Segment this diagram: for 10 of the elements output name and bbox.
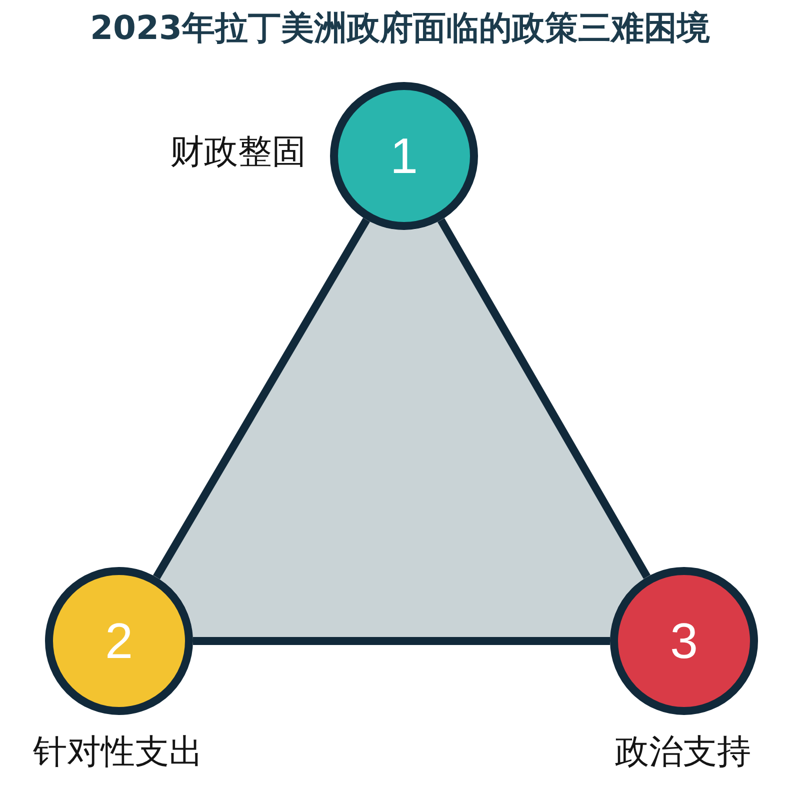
circle-label: 政治支持 (615, 732, 751, 772)
circle-label: 针对性支出 (33, 732, 203, 772)
connecting-line (438, 218, 650, 579)
numbered-circle: 2 (45, 567, 193, 715)
connecting-line (193, 637, 610, 645)
numbered-circle: 1 (330, 82, 478, 230)
connecting-line (153, 218, 370, 580)
circle-label: 财政整固 (170, 132, 306, 172)
title: 2023年拉丁美洲政府面临的政策三难困境 (90, 8, 710, 48)
numbered-circle: 3 (610, 567, 758, 715)
